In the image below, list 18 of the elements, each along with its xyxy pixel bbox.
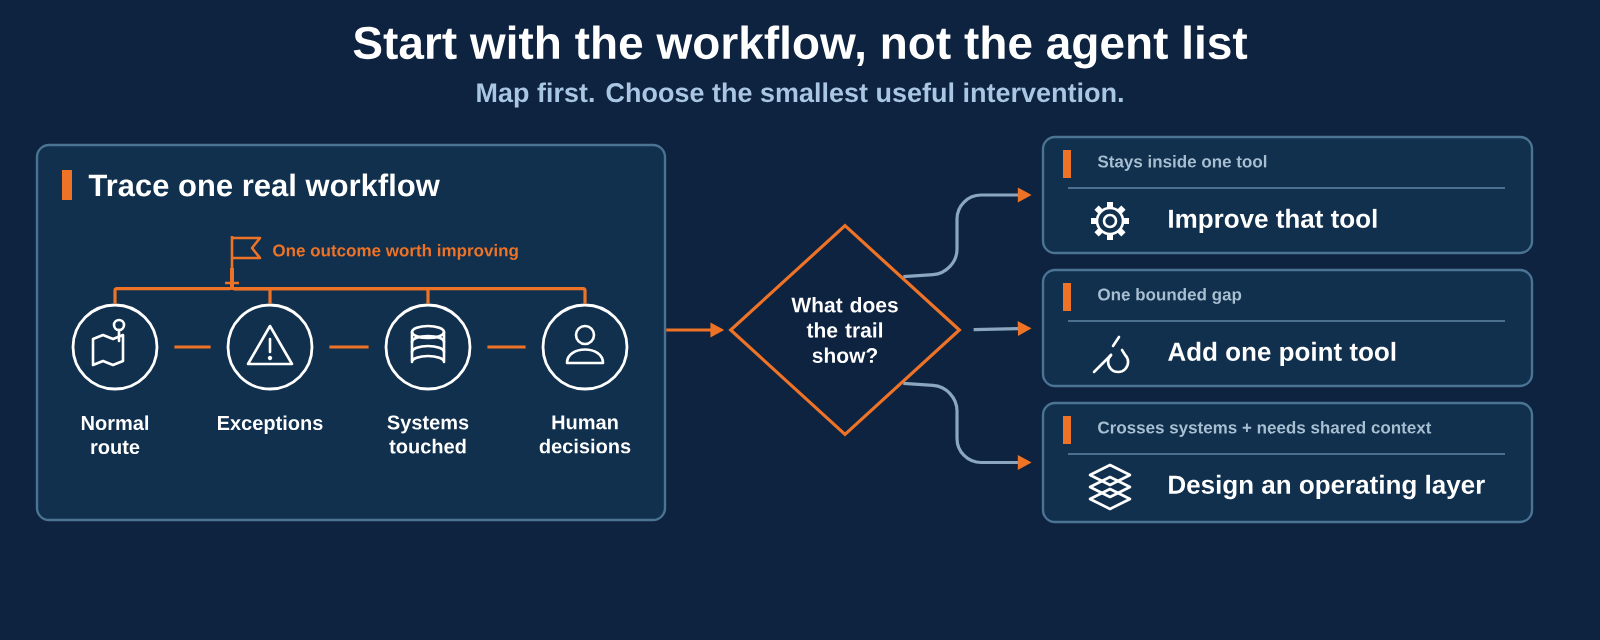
step-label: Human decisions xyxy=(539,415,631,454)
option-action: Improve that tool xyxy=(1169,208,1377,234)
connector-line xyxy=(329,345,369,349)
outcome-label: One outcome worth improving xyxy=(273,244,518,260)
connector-line xyxy=(487,345,526,349)
option-action: Add one point tool xyxy=(1168,341,1396,367)
option-condition: One bounded gap xyxy=(1098,288,1242,304)
step-label: Exceptions xyxy=(218,415,323,435)
option-condition: Crosses systems + needs shared context xyxy=(1098,421,1432,437)
option-condition: Stays inside one tool xyxy=(1097,155,1267,171)
bracket-line xyxy=(230,268,587,304)
connector-line xyxy=(174,345,211,349)
step-label: Systems touched xyxy=(387,415,469,454)
panel-heading: Trace one real workflow xyxy=(88,173,440,197)
step-label: Normal route xyxy=(81,415,149,455)
title: Start with the workflow, not the agent list xyxy=(353,25,1248,69)
option-action: Design an operating layer xyxy=(1169,474,1485,500)
subtitle: Map first. Choose the smallest useful intervention. xyxy=(477,82,1123,108)
